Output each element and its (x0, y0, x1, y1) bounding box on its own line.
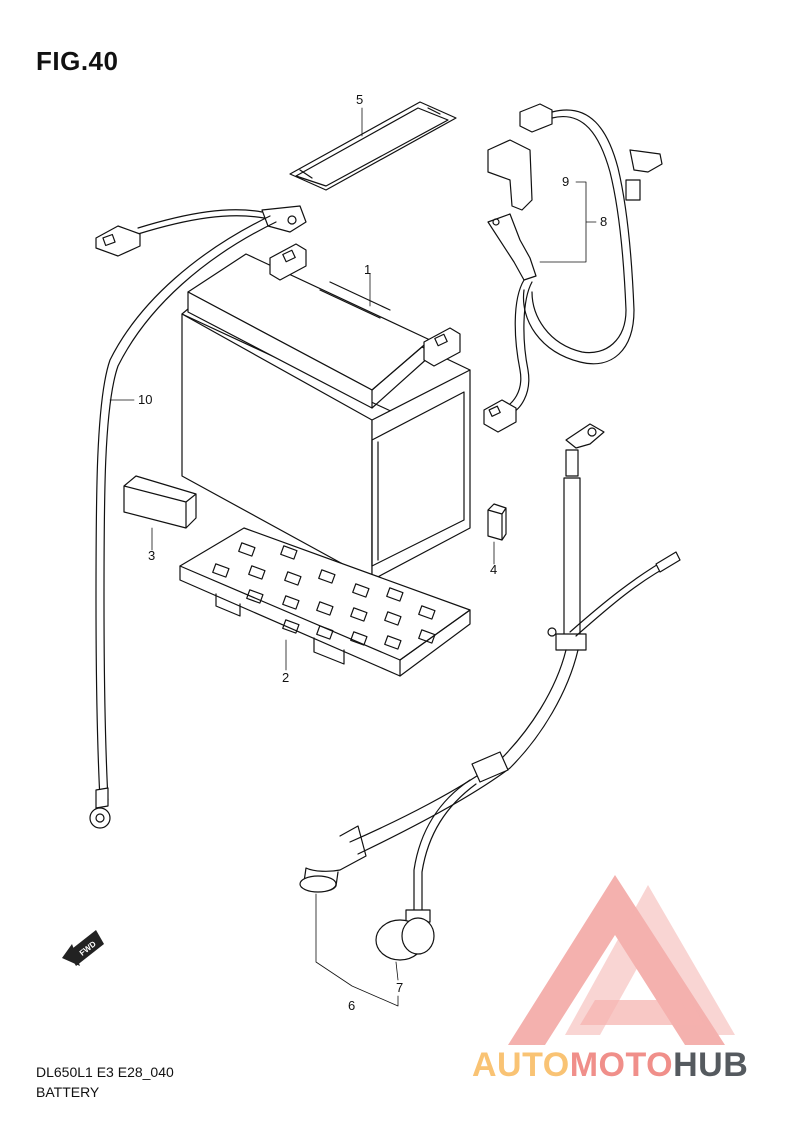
fwd-arrow-icon: FWD (62, 930, 104, 966)
callout-6: 6 (348, 998, 355, 1013)
watermark-brand: AUTOMOTOHUB (472, 1046, 748, 1085)
watermark-logo (508, 875, 735, 1045)
battery-tray (179, 527, 471, 677)
callout-numbers: 5 1 10 3 4 2 9 8 6 7 (138, 92, 607, 1013)
callout-3: 3 (148, 548, 155, 563)
wire-harness (483, 103, 663, 433)
callout-9: 9 (562, 174, 569, 189)
battery (181, 243, 471, 581)
figure-caption: BATTERY (36, 1084, 100, 1100)
battery-pad (123, 475, 197, 529)
model-code: DL650L1 E3 E28_040 (36, 1064, 174, 1080)
battery-strap (289, 101, 457, 191)
watermark-part-2: MOTO (569, 1046, 674, 1084)
starter-cable (299, 423, 681, 961)
terminal-cover (487, 139, 533, 211)
callout-7: 7 (396, 980, 403, 995)
watermark-part-1: AUTO (472, 1046, 570, 1084)
watermark-part-3: HUB (673, 1046, 749, 1084)
callout-10: 10 (138, 392, 152, 407)
callout-2: 2 (282, 670, 289, 685)
tray-slots (212, 542, 436, 650)
callout-5: 5 (356, 92, 363, 107)
callout-8: 8 (600, 214, 607, 229)
terminal-cap (487, 503, 507, 541)
callout-4: 4 (490, 562, 497, 577)
callout-1: 1 (364, 262, 371, 277)
ground-wire (89, 205, 307, 829)
leader-lines (109, 107, 597, 1007)
figure-title: FIG.40 (36, 46, 119, 76)
